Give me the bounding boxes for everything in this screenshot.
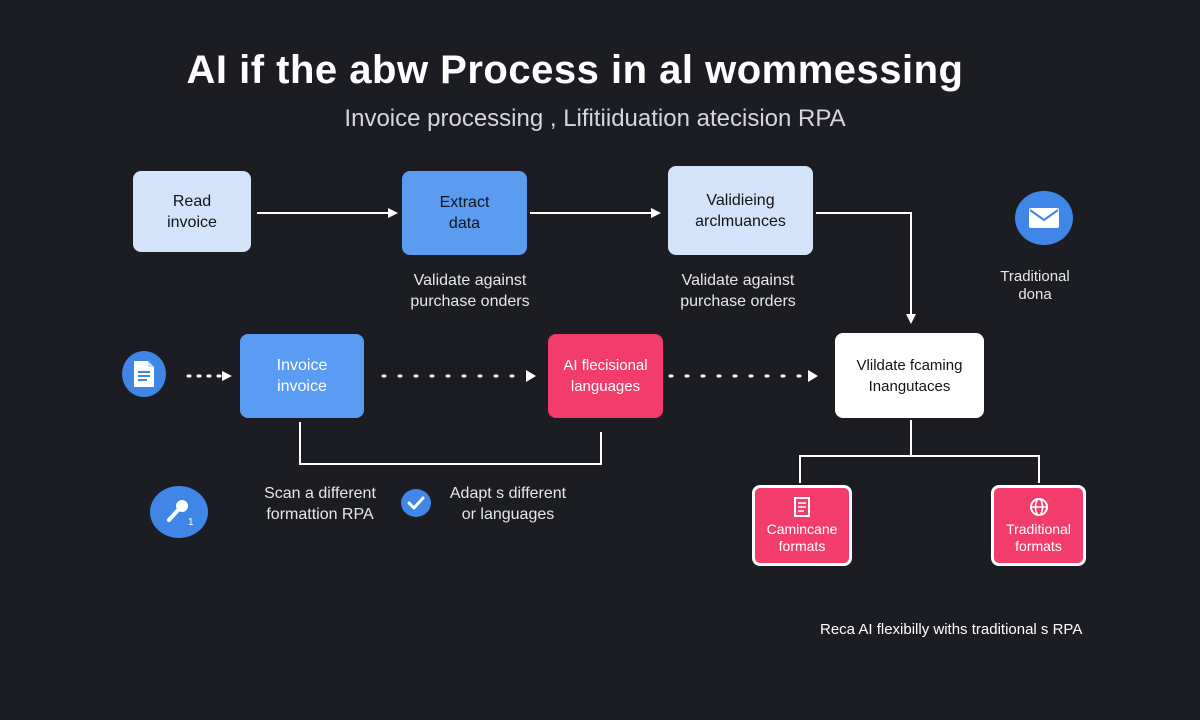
ai-flexible-label: AI flecisional languages: [563, 357, 648, 395]
svg-text:1: 1: [188, 517, 194, 527]
document-circle: [122, 351, 166, 397]
footer-caption: Reca AI flexibilly withs traditional s R…: [820, 621, 1083, 638]
envelope-icon: [1029, 208, 1059, 228]
validate-label: Vlildate fcaming Inangutaces: [856, 356, 963, 395]
traditional-formats-box[interactable]: Traditional formats: [991, 485, 1086, 566]
validating-box[interactable]: Validieing arclmuances: [668, 166, 813, 255]
traditional-formats-label: Traditional formats: [1006, 520, 1071, 554]
invoice-label: Invoice invoice: [276, 357, 328, 395]
document-icon: [794, 496, 810, 517]
camincane-box[interactable]: Camincane formats: [752, 485, 852, 566]
validate-label-left: Validate against purchase onders: [410, 272, 530, 310]
document-icon: [134, 361, 154, 387]
extract-data-label: Extract data: [439, 194, 490, 232]
camincane-label: Camincane formats: [766, 520, 838, 554]
extract-data-box[interactable]: Extract data: [402, 171, 527, 255]
traditional-dona-label: Traditional dona: [1000, 268, 1070, 303]
validate-box[interactable]: Vlildate fcaming Inangutaces: [835, 333, 984, 418]
check-icon: [407, 496, 425, 510]
tree-branches: [799, 455, 1040, 483]
page-title: AI if the abw Process in al wommessing: [186, 48, 964, 92]
bracket-invoice-ai: [299, 422, 602, 465]
validate-label-right: Validate against purchase orders: [680, 272, 796, 310]
globe-icon: [1029, 497, 1048, 516]
microphone-icon: 1: [167, 500, 194, 527]
page-subtitle: Invoice processing , Lifitiiduation atec…: [344, 105, 846, 132]
ai-flexible-box[interactable]: AI flecisional languages: [548, 334, 663, 418]
arrow-validating-down: [816, 212, 916, 324]
read-invoice-box[interactable]: Read invoice: [133, 171, 251, 252]
microphone-circle: 1: [150, 486, 208, 538]
adapt-label: Adapt s different or languages: [449, 485, 567, 523]
validating-label: Validieing arclmuances: [695, 191, 786, 230]
invoice-box[interactable]: Invoice invoice: [240, 334, 364, 418]
check-circle: [401, 489, 431, 517]
read-invoice-label: Read invoice: [167, 192, 217, 231]
envelope-circle: [1015, 191, 1073, 245]
scan-label: Scan a different formattion RPA: [264, 485, 376, 523]
